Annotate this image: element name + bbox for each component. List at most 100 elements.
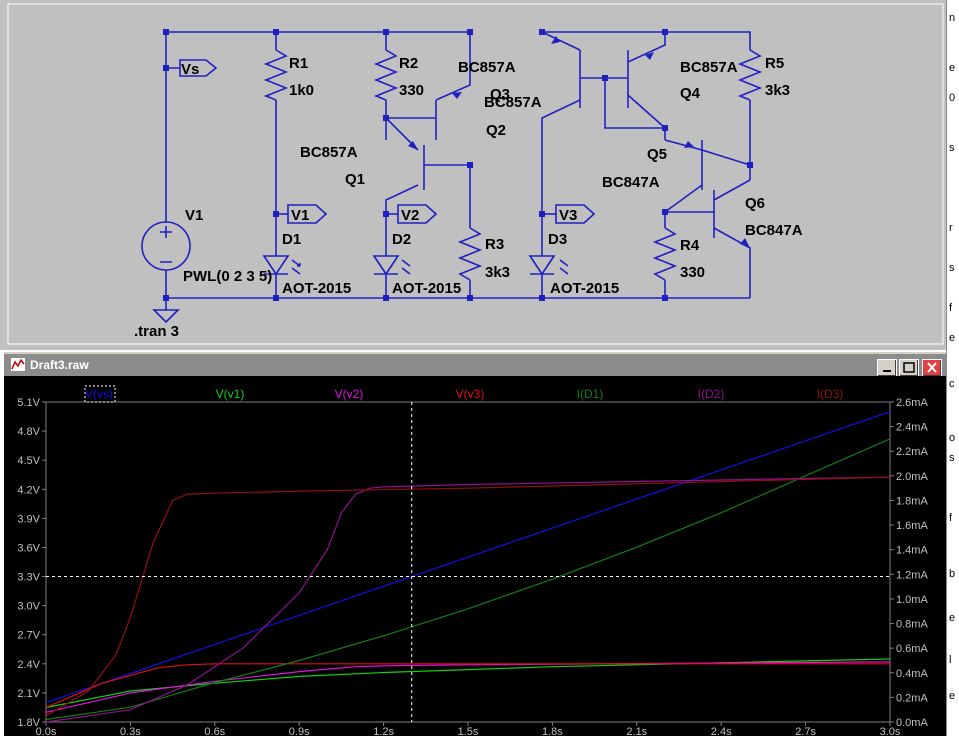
trace-i-d2: [45, 476, 891, 723]
background-text-fragment: l: [949, 654, 952, 666]
ground-symbol: [152, 309, 180, 324]
y-right-tick-label: 1.8mA: [896, 495, 928, 507]
y-left-tick-label: 4.8V: [17, 426, 40, 438]
y-left-tick-label: 2.4V: [17, 659, 40, 671]
diodes: [262, 255, 569, 276]
window-divider: [946, 0, 947, 736]
background-text-fragment: s: [949, 452, 955, 464]
label-r5: R5: [765, 55, 784, 72]
x-tick-label: 1.2s: [373, 726, 394, 736]
label-q4: Q4: [680, 85, 701, 102]
maximize-icon: [903, 362, 915, 373]
label-q5: Q5: [647, 146, 667, 163]
flag-vs: Vs: [181, 61, 199, 78]
y-left-tick-label: 3.3V: [17, 572, 40, 584]
legend-entry[interactable]: V(v3): [456, 387, 485, 401]
model-d2: AOT-2015: [392, 280, 461, 297]
y-right-tick-label: 1.4mA: [896, 545, 928, 557]
x-tick-label: 2.4s: [711, 726, 732, 736]
trace-i-d3: [45, 476, 891, 717]
label-q3: Q3: [490, 86, 510, 103]
y-right-tick-label: 0.0mA: [896, 717, 928, 729]
y-right-tick-label: 0.2mA: [896, 692, 928, 704]
y-left-tick-label: 5.1V: [17, 397, 40, 409]
label-v1: V1: [185, 207, 203, 224]
y-right-tick-label: 0.6mA: [896, 643, 928, 655]
model-q5: BC847A: [602, 174, 660, 191]
y-left-tick-label: 2.1V: [17, 688, 40, 700]
wires: [165, 31, 751, 310]
y-left-tick-label: 2.7V: [17, 630, 40, 642]
y-right-tick-label: 2.2mA: [896, 446, 928, 458]
background-text-fragment: f: [949, 512, 953, 524]
legend-entry[interactable]: I(D3): [817, 387, 844, 401]
minimize-icon: [883, 370, 891, 372]
model-q2: BC857A: [484, 94, 542, 111]
label-d3: D3: [548, 231, 567, 248]
background-text-fragment: e: [949, 332, 956, 344]
junction-dots: [163, 29, 753, 301]
label-d2: D2: [392, 231, 411, 248]
y-right-tick-label: 2.0mA: [896, 471, 928, 483]
y-left-tick-label: 4.2V: [17, 484, 40, 496]
trace-v-v3: [45, 663, 890, 709]
crosshair-cursor: [46, 402, 890, 722]
x-tick-label: 3.0s: [880, 726, 901, 736]
close-button[interactable]: [922, 359, 942, 377]
trace-i-d1: [45, 438, 891, 721]
source-v1-value: PWL(0 2 3 5): [183, 268, 272, 285]
label-r1: R1: [289, 55, 308, 72]
schematic-canvas[interactable]: R1 1k0 R2 330 BC857A Q3 BC857A Q2 BC857A…: [0, 0, 946, 350]
y-right-tick-label: 0.8mA: [896, 619, 928, 631]
y-left-tick-label: 3.6V: [17, 542, 40, 554]
trace-v-v1: [45, 658, 891, 709]
flag-v3: V3: [559, 207, 577, 224]
schematic-editor[interactable]: R1 1k0 R2 330 BC857A Q3 BC857A Q2 BC857A…: [0, 0, 946, 350]
background-text-fragment: s: [949, 262, 955, 274]
net-flags: [166, 59, 596, 224]
x-tick-label: 0.6s: [204, 726, 225, 736]
trace-legend[interactable]: V(vs) V(v1) V(v2) V(v3) I(D1) I(D2) I(D3): [84, 385, 844, 403]
y-left-tick-label: 4.5V: [17, 455, 40, 467]
window-title: Draft3.raw: [30, 358, 89, 372]
y-left-tick-label: 1.8V: [17, 717, 40, 729]
window-titlebar[interactable]: Draft3.raw: [4, 354, 946, 377]
spice-directive[interactable]: .tran 3: [134, 323, 179, 340]
x-tick-label: 0.9s: [289, 726, 310, 736]
y-left-tick-label: 3.0V: [17, 601, 40, 613]
legend-entry[interactable]: V(v1): [216, 387, 245, 401]
background-text-fragment: e: [949, 62, 956, 74]
model-d3: AOT-2015: [550, 280, 619, 297]
voltage-source-v1: [141, 221, 191, 271]
background-text-fragment: n: [949, 12, 956, 24]
legend-entry[interactable]: I(D2): [698, 387, 725, 401]
plot-background: [4, 376, 946, 736]
maximize-button[interactable]: [899, 359, 919, 377]
waveform-icon: [11, 358, 25, 371]
trace-v-vs: [45, 411, 891, 704]
minimize-button[interactable]: [877, 359, 897, 377]
y-right-tick-label: 1.2mA: [896, 569, 928, 581]
value-r1: 1k0: [289, 82, 314, 99]
legend-entry[interactable]: I(D1): [577, 387, 604, 401]
legend-selection-box: [84, 385, 116, 403]
x-tick-label: 1.8s: [542, 726, 563, 736]
x-tick-label: 2.1s: [626, 726, 647, 736]
label-r4: R4: [680, 237, 700, 254]
waveform-traces: [45, 411, 891, 723]
label-q1: Q1: [345, 171, 365, 188]
background-text-fragment: e: [949, 690, 956, 702]
x-tick-label: 0.3s: [120, 726, 141, 736]
legend-entry[interactable]: V(v2): [335, 387, 364, 401]
value-r4: 330: [680, 264, 705, 281]
legend-entry[interactable]: V(vs): [85, 387, 113, 401]
value-r2: 330: [399, 82, 424, 99]
y-left-tick-label: 3.9V: [17, 513, 40, 525]
x-tick-label: 1.5s: [458, 726, 479, 736]
model-q4: BC857A: [680, 59, 738, 76]
label-r2: R2: [399, 55, 418, 72]
